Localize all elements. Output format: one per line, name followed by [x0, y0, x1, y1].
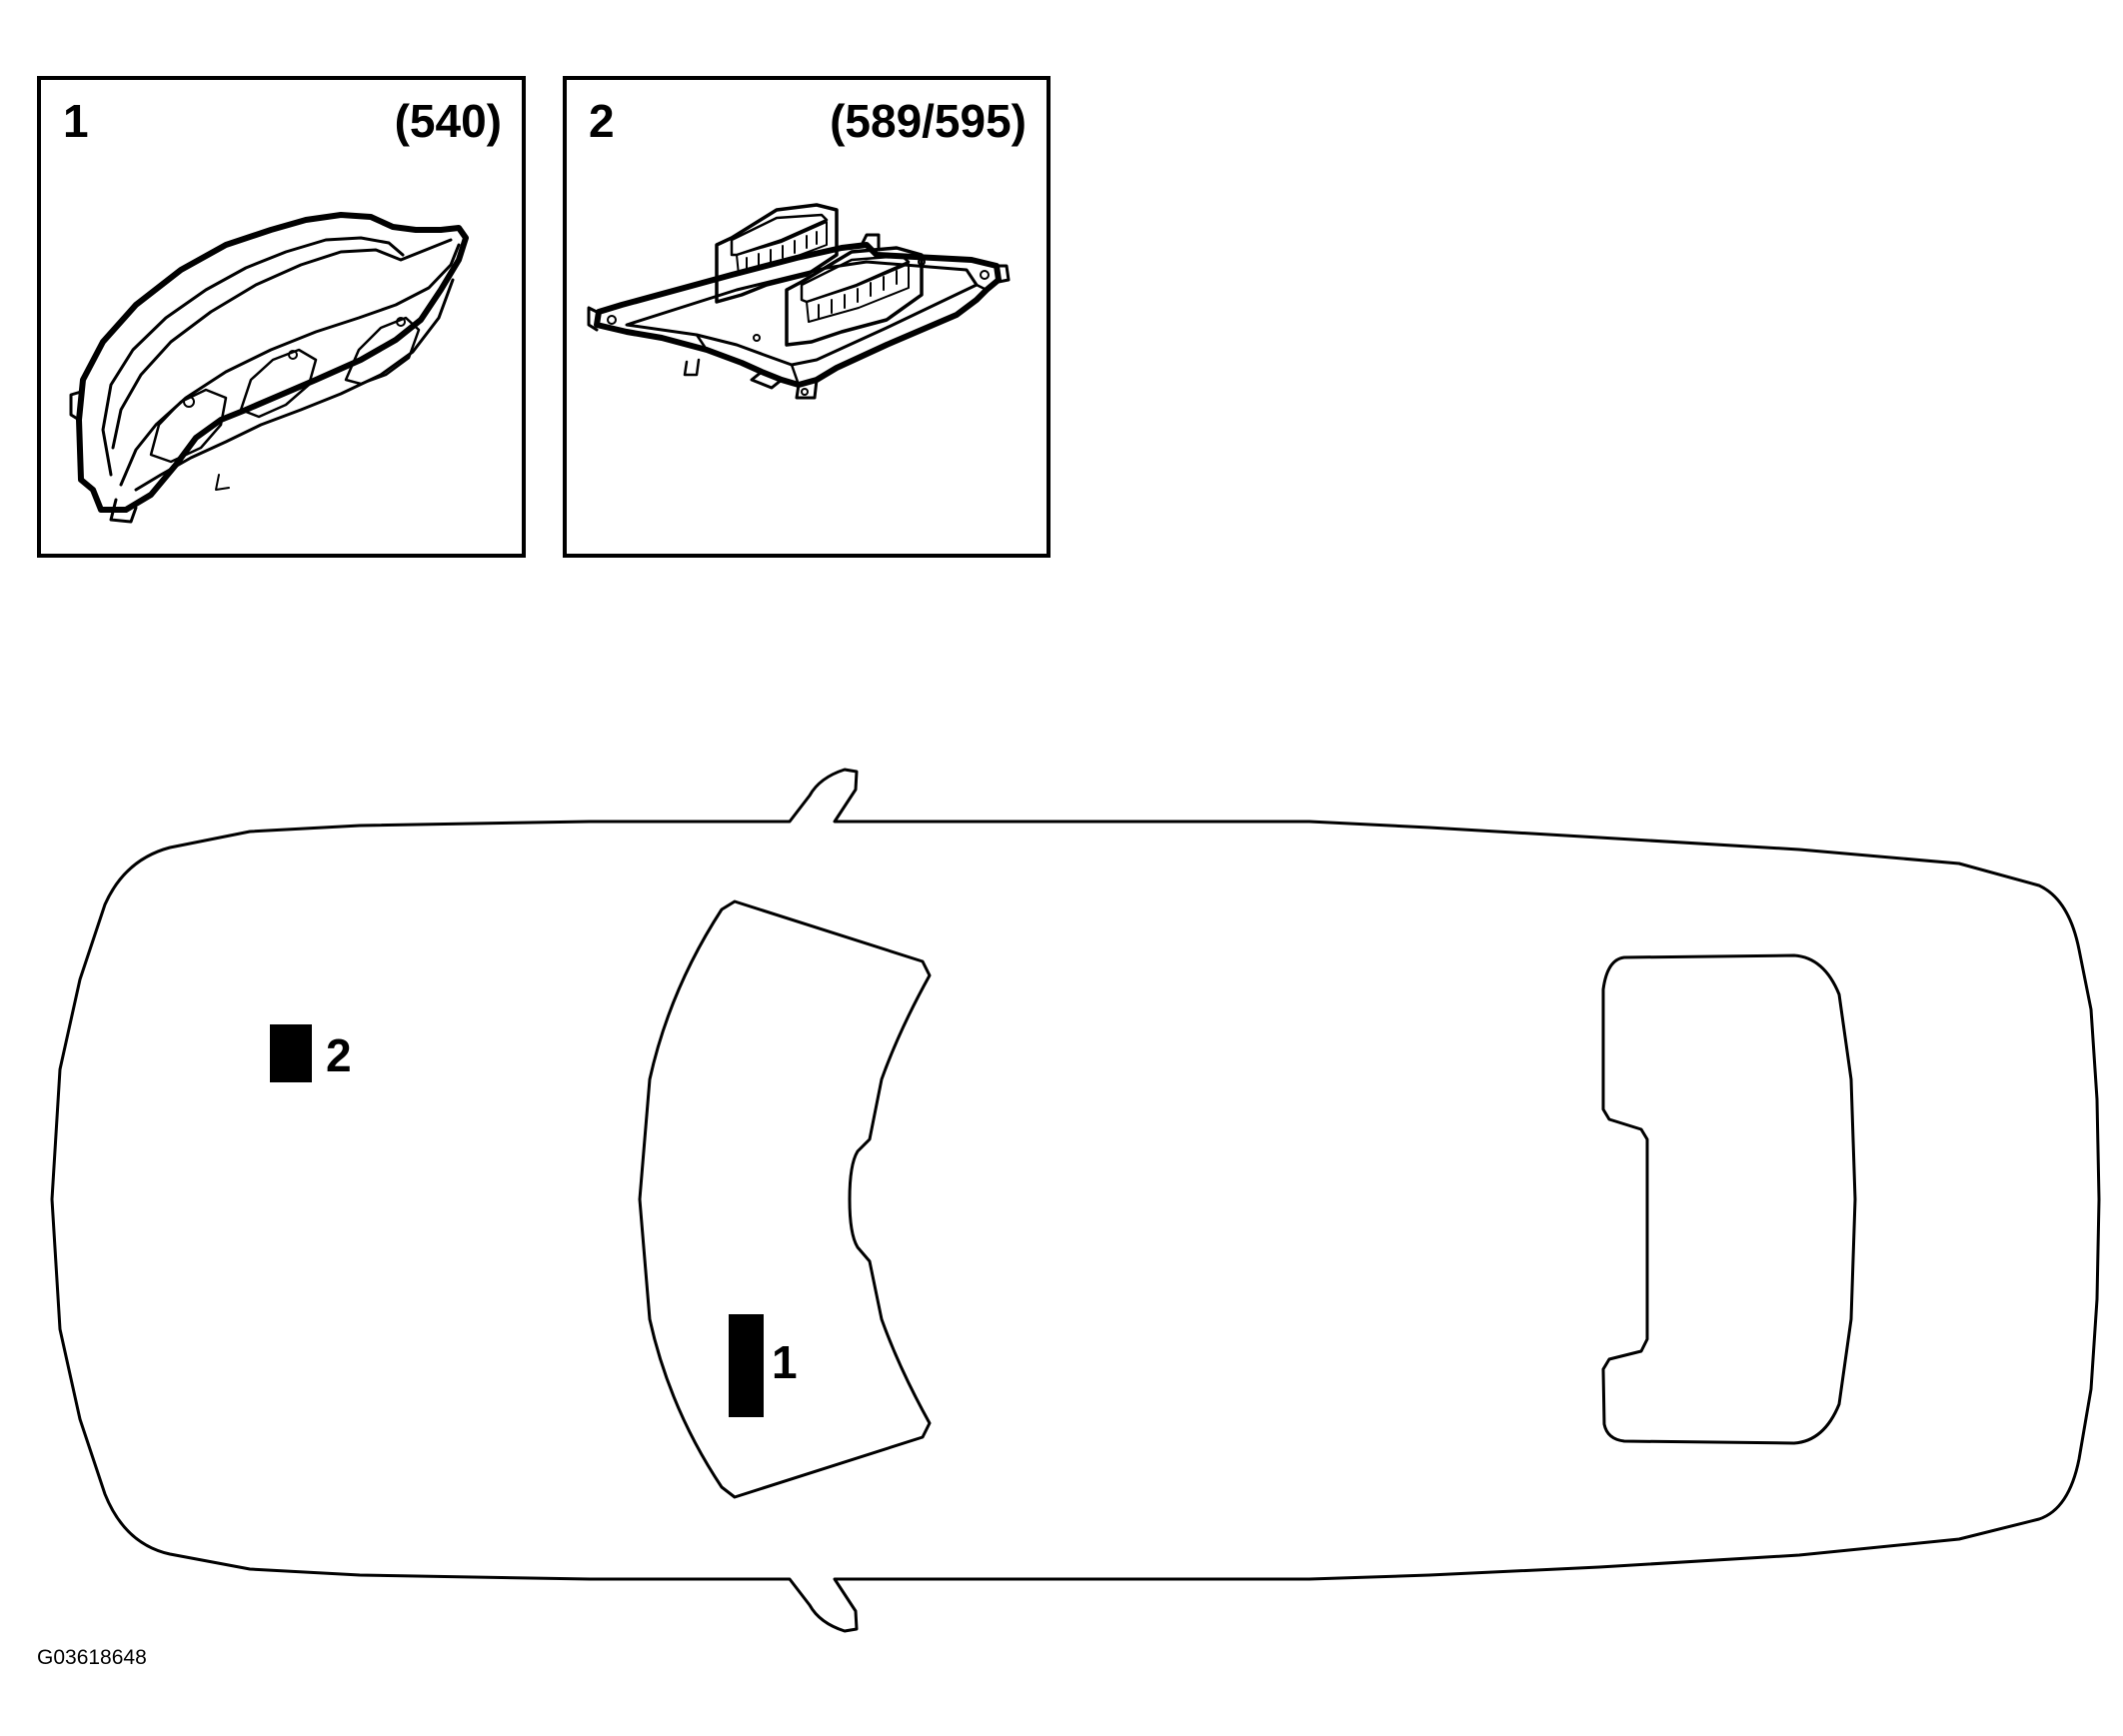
panel-number: 2	[589, 95, 615, 147]
location-marker-2	[270, 1024, 312, 1082]
component-panel-1: 1 (540)	[37, 76, 526, 558]
figure-id: G03618648	[37, 1646, 147, 1669]
rear-window-outline	[1601, 953, 1857, 1445]
windshield-outline	[638, 899, 932, 1499]
instrument-cluster-icon	[69, 212, 469, 524]
panel-code: (540)	[394, 95, 502, 147]
location-marker-label: 1	[772, 1336, 798, 1388]
location-marker-1	[729, 1314, 764, 1417]
panel-code: (589/595)	[830, 95, 1027, 147]
vehicle-body-outline	[50, 768, 2101, 1633]
panel-number: 1	[63, 95, 89, 147]
component-panel-2: 2 (589/595)	[563, 76, 1051, 558]
control-module-icon	[587, 203, 1011, 400]
location-marker-label: 2	[326, 1029, 352, 1081]
